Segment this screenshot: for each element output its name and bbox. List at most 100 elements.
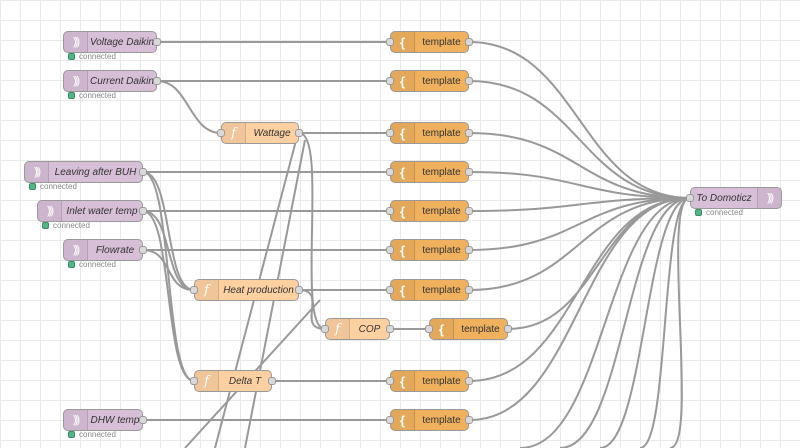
status-text: connected <box>79 91 116 100</box>
node-label: template <box>422 375 461 387</box>
output-port[interactable] <box>465 377 473 385</box>
input-port[interactable] <box>386 377 394 385</box>
output-port[interactable] <box>295 286 303 294</box>
brace-icon: { <box>391 371 415 391</box>
node-label: template <box>461 323 500 335</box>
input-port[interactable] <box>386 38 394 46</box>
mqtt-in-voltage-daikin[interactable]: ))) Voltage Daikin <box>63 31 161 53</box>
node-label: DHW temp <box>90 414 140 426</box>
function-icon: f <box>195 280 219 300</box>
template-node[interactable]: { template <box>386 200 473 222</box>
wire-to-output <box>639 197 691 448</box>
status-connected: connected <box>68 52 116 61</box>
mqtt-in-inlet-water-temp[interactable]: ))) Inlet water temp <box>37 200 147 222</box>
status-text: connected <box>79 260 116 269</box>
status-dot <box>42 222 49 229</box>
output-port[interactable] <box>386 325 394 333</box>
node-label: template <box>422 36 461 48</box>
radio-waves-icon: ))) <box>38 201 62 221</box>
function-cop[interactable]: f COP <box>321 318 394 340</box>
input-port[interactable] <box>386 416 394 424</box>
node-label: Wattage <box>253 127 291 139</box>
wire-to-output <box>468 132 691 199</box>
status-dot <box>68 261 75 268</box>
status-connected: connected <box>68 260 116 269</box>
output-port[interactable] <box>465 207 473 215</box>
brace-icon: { <box>391 162 415 182</box>
status-connected: connected <box>42 221 90 230</box>
input-port[interactable] <box>386 207 394 215</box>
input-port[interactable] <box>386 129 394 137</box>
brace-icon: { <box>391 240 415 260</box>
status-dot <box>68 53 75 60</box>
output-port[interactable] <box>153 38 161 46</box>
input-port[interactable] <box>190 377 198 385</box>
template-node[interactable]: { template <box>386 279 473 301</box>
output-port[interactable] <box>465 246 473 254</box>
node-label: template <box>422 414 461 426</box>
function-icon: f <box>195 371 219 391</box>
output-port[interactable] <box>268 377 276 385</box>
wire-to-output <box>599 197 691 448</box>
brace-icon: { <box>391 410 415 430</box>
output-port[interactable] <box>139 246 147 254</box>
output-port[interactable] <box>504 325 512 333</box>
output-port[interactable] <box>465 77 473 85</box>
input-port[interactable] <box>386 246 394 254</box>
brace-icon: { <box>391 32 415 52</box>
wire-to-output <box>468 197 691 251</box>
output-port[interactable] <box>139 207 147 215</box>
template-node[interactable]: { template <box>386 239 473 261</box>
output-port[interactable] <box>465 168 473 176</box>
template-node[interactable]: { template <box>386 370 473 392</box>
output-port[interactable] <box>465 416 473 424</box>
node-label: template <box>422 166 461 178</box>
brace-icon: { <box>391 201 415 221</box>
output-port[interactable] <box>139 168 147 176</box>
output-port[interactable] <box>465 129 473 137</box>
input-port[interactable] <box>386 286 394 294</box>
function-delta-t[interactable]: f Delta T <box>190 370 276 392</box>
mqtt-in-dhw-temp[interactable]: ))) DHW temp <box>63 409 147 431</box>
input-port[interactable] <box>386 77 394 85</box>
output-port[interactable] <box>153 77 161 85</box>
mqtt-out-to-domoticz[interactable]: To Domoticz ))) <box>686 187 782 209</box>
function-wattage[interactable]: f Wattage <box>217 122 303 144</box>
radio-waves-icon: ))) <box>64 32 88 52</box>
template-node[interactable]: { template <box>425 318 512 340</box>
mqtt-in-flowrate[interactable]: ))) Flowrate <box>63 239 147 261</box>
node-label: template <box>422 244 461 256</box>
template-node[interactable]: { template <box>386 161 473 183</box>
wire <box>142 210 195 291</box>
output-port[interactable] <box>139 416 147 424</box>
input-port[interactable] <box>686 194 694 202</box>
template-node[interactable]: { template <box>386 31 473 53</box>
node-label: Voltage Daikin <box>89 36 155 48</box>
input-port[interactable] <box>321 325 329 333</box>
node-label: Leaving after BUH <box>54 166 137 178</box>
mqtt-in-leaving-after-buh[interactable]: ))) Leaving after BUH <box>24 161 147 183</box>
input-port[interactable] <box>217 129 225 137</box>
output-port[interactable] <box>465 286 473 294</box>
node-label: template <box>422 127 461 139</box>
wire-to-output <box>559 197 691 448</box>
template-node[interactable]: { template <box>386 409 473 431</box>
radio-waves-icon: ))) <box>64 240 88 260</box>
wire <box>142 210 195 382</box>
input-port[interactable] <box>386 168 394 176</box>
input-port[interactable] <box>190 286 198 294</box>
node-label: Delta T <box>228 375 262 387</box>
wire-to-output <box>468 197 691 382</box>
function-heat-production[interactable]: f Heat production <box>190 279 303 301</box>
input-port[interactable] <box>425 325 433 333</box>
output-port[interactable] <box>295 129 303 137</box>
mqtt-in-current-daikin[interactable]: ))) Current Daikin <box>63 70 161 92</box>
template-node[interactable]: { template <box>386 70 473 92</box>
brace-icon: { <box>391 71 415 91</box>
node-label: template <box>422 205 461 217</box>
status-connected: connected <box>68 430 116 439</box>
template-node[interactable]: { template <box>386 122 473 144</box>
wire-to-output <box>669 197 691 448</box>
output-port[interactable] <box>465 38 473 46</box>
